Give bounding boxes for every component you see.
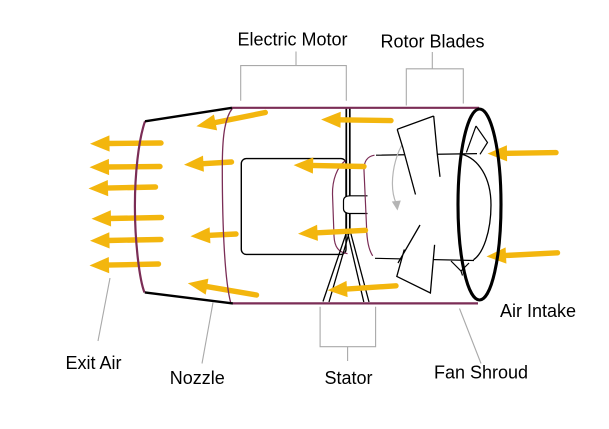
svg-text:Air Intake: Air Intake — [500, 301, 576, 321]
svg-text:Nozzle: Nozzle — [170, 368, 225, 388]
svg-text:Rotor Blades: Rotor Blades — [381, 31, 485, 51]
svg-text:Stator: Stator — [325, 368, 373, 388]
svg-text:Electric Motor: Electric Motor — [238, 30, 348, 50]
svg-text:Fan Shroud: Fan Shroud — [434, 363, 528, 383]
svg-text:Exit Air: Exit Air — [66, 353, 122, 373]
